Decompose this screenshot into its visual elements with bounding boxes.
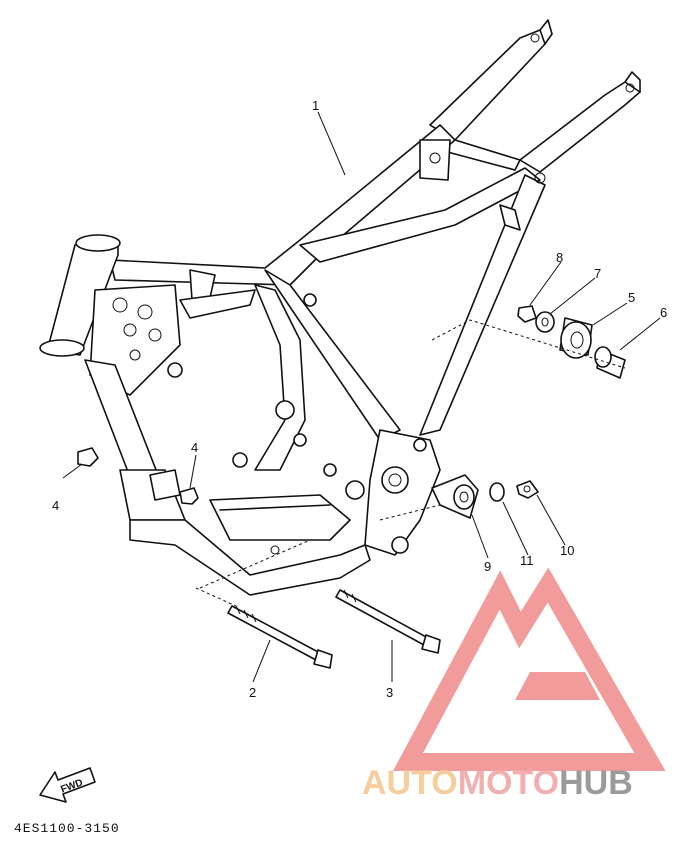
callout-4-center: 4 xyxy=(191,440,198,455)
callout-1: 1 xyxy=(312,98,319,113)
washer-7 xyxy=(535,311,555,333)
callout-4-left: 4 xyxy=(52,498,59,513)
callout-8: 8 xyxy=(556,250,563,265)
fwd-arrow: FWD xyxy=(39,767,96,803)
damper-9 xyxy=(431,474,479,519)
collar-6 xyxy=(594,346,626,379)
main-frame xyxy=(39,19,641,596)
watermark-logo: AUTOMOTOHUB xyxy=(362,567,666,802)
callout-6: 6 xyxy=(660,305,667,320)
drawing-code: 4ES1100-3150 xyxy=(14,821,120,836)
bolt-8 xyxy=(517,305,537,323)
bolt-10 xyxy=(516,480,539,499)
callout-9: 9 xyxy=(484,559,491,574)
callout-2: 2 xyxy=(249,685,256,700)
watermark-text: AUTOMOTOHUB xyxy=(362,764,633,802)
watermark-mark-icon xyxy=(392,567,666,771)
callout-labels: 1 2 3 4 4 5 6 7 8 9 10 11 xyxy=(52,98,667,700)
nut-4-center xyxy=(179,487,199,505)
leader-lines xyxy=(62,111,661,683)
callout-7: 7 xyxy=(594,266,601,281)
engine-mount-bolt-short xyxy=(335,589,441,654)
callout-3: 3 xyxy=(386,685,393,700)
nut-4-left xyxy=(77,447,99,467)
watermark-auto: AUTO xyxy=(362,764,458,802)
callout-5: 5 xyxy=(628,290,635,305)
collar-11 xyxy=(489,482,505,502)
callout-10: 10 xyxy=(560,543,574,558)
damper-5 xyxy=(559,317,593,359)
watermark-hub: HUB xyxy=(559,764,633,802)
callout-11: 11 xyxy=(520,553,534,568)
watermark-moto: MOTO xyxy=(458,764,559,802)
engine-mount-bolt-long xyxy=(227,605,333,669)
